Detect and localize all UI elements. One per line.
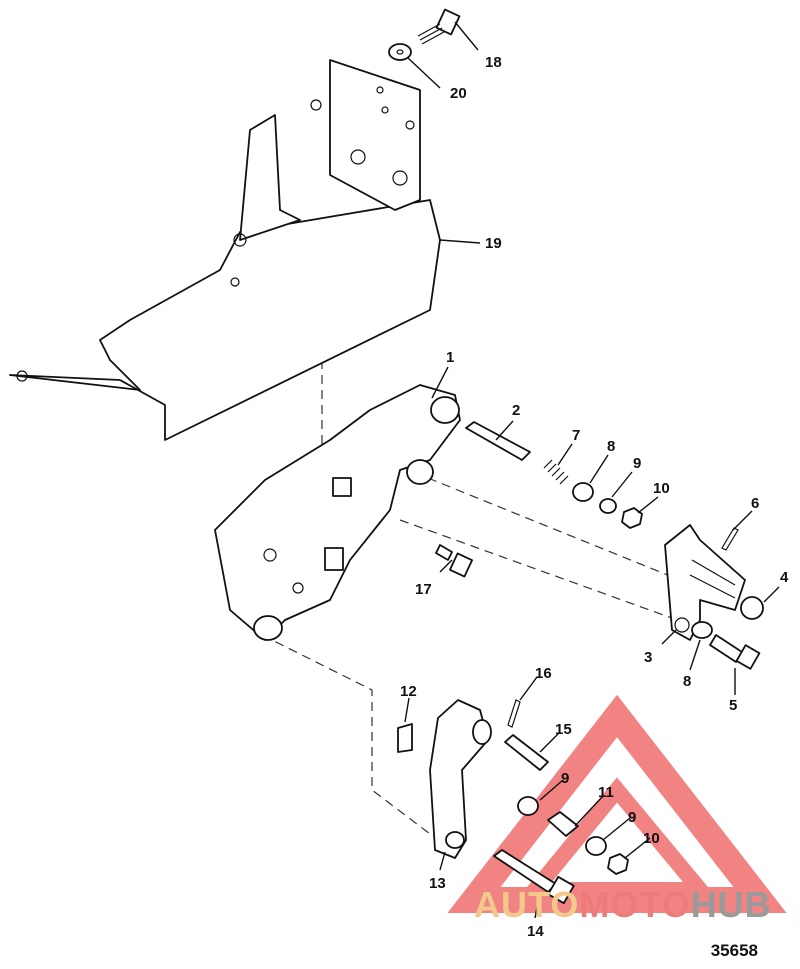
watermark-hub: HUB — [690, 884, 772, 925]
cap-part — [740, 596, 764, 620]
callout-8a: 8 — [607, 438, 615, 455]
callout-16: 16 — [535, 665, 552, 682]
callout-10a: 10 — [653, 480, 670, 497]
callout-10b: 10 — [643, 830, 660, 847]
washer-part — [517, 796, 539, 816]
callout-18: 19 — [485, 235, 502, 252]
washer-part — [388, 43, 412, 61]
mounting-bracket-part — [9, 59, 441, 441]
callout-13: 13 — [429, 875, 446, 892]
spring-part — [543, 459, 569, 485]
callout-6: 6 — [751, 495, 759, 512]
clevis-pin-part — [504, 734, 549, 771]
screw-part — [417, 8, 461, 45]
callout-3: 3 — [644, 649, 652, 666]
callout-9c: 9 — [628, 809, 636, 826]
callout-14: 14 — [527, 923, 544, 940]
callout-9a: 9 — [633, 455, 641, 472]
figure-number: 35658 — [710, 941, 758, 960]
callout-20: 20 — [450, 85, 467, 102]
callout-17: 17 — [415, 581, 432, 598]
washer-part — [691, 621, 713, 639]
callout-8b: 8 — [683, 673, 691, 690]
callout-labels: 18 20 19 1 2 7 8 9 10 6 4 3 8 5 17 12 16… — [400, 54, 789, 940]
washer-part — [572, 482, 594, 502]
callout-9b: 9 — [561, 770, 569, 787]
callout-5: 5 — [729, 697, 737, 714]
watermark-auto: AUTO — [474, 884, 580, 925]
callout-11: 11 — [598, 784, 614, 801]
callout-1: 1 — [446, 349, 454, 366]
callout-4: 4 — [780, 569, 789, 586]
clip-part — [397, 723, 413, 753]
cotter-pin-part — [507, 699, 521, 728]
washer-part — [585, 836, 607, 856]
watermark-text: AUTOMOTOHUB — [474, 884, 772, 926]
bolt-part — [709, 634, 761, 670]
watermark-logo-icon — [447, 694, 787, 913]
pin-part — [465, 421, 531, 461]
callout-19: 18 — [485, 54, 502, 71]
callout-12: 12 — [400, 683, 417, 700]
shift-lever-assembly-part — [214, 384, 461, 641]
stud-part — [547, 811, 579, 837]
nut-part — [607, 853, 629, 875]
cam-lever-part — [664, 524, 746, 641]
callout-2: 2 — [512, 402, 520, 419]
shoulder-screw-part — [435, 544, 473, 578]
link-part — [429, 699, 492, 859]
leader-lines — [404, 21, 780, 919]
watermark-moto: MOTO — [579, 884, 691, 925]
callout-7: 7 — [572, 427, 580, 444]
nut-part — [621, 507, 643, 529]
callout-15: 15 — [555, 721, 572, 738]
bolt-part — [493, 849, 575, 905]
cotter-pin-part — [721, 527, 739, 551]
washer-part — [599, 498, 617, 514]
